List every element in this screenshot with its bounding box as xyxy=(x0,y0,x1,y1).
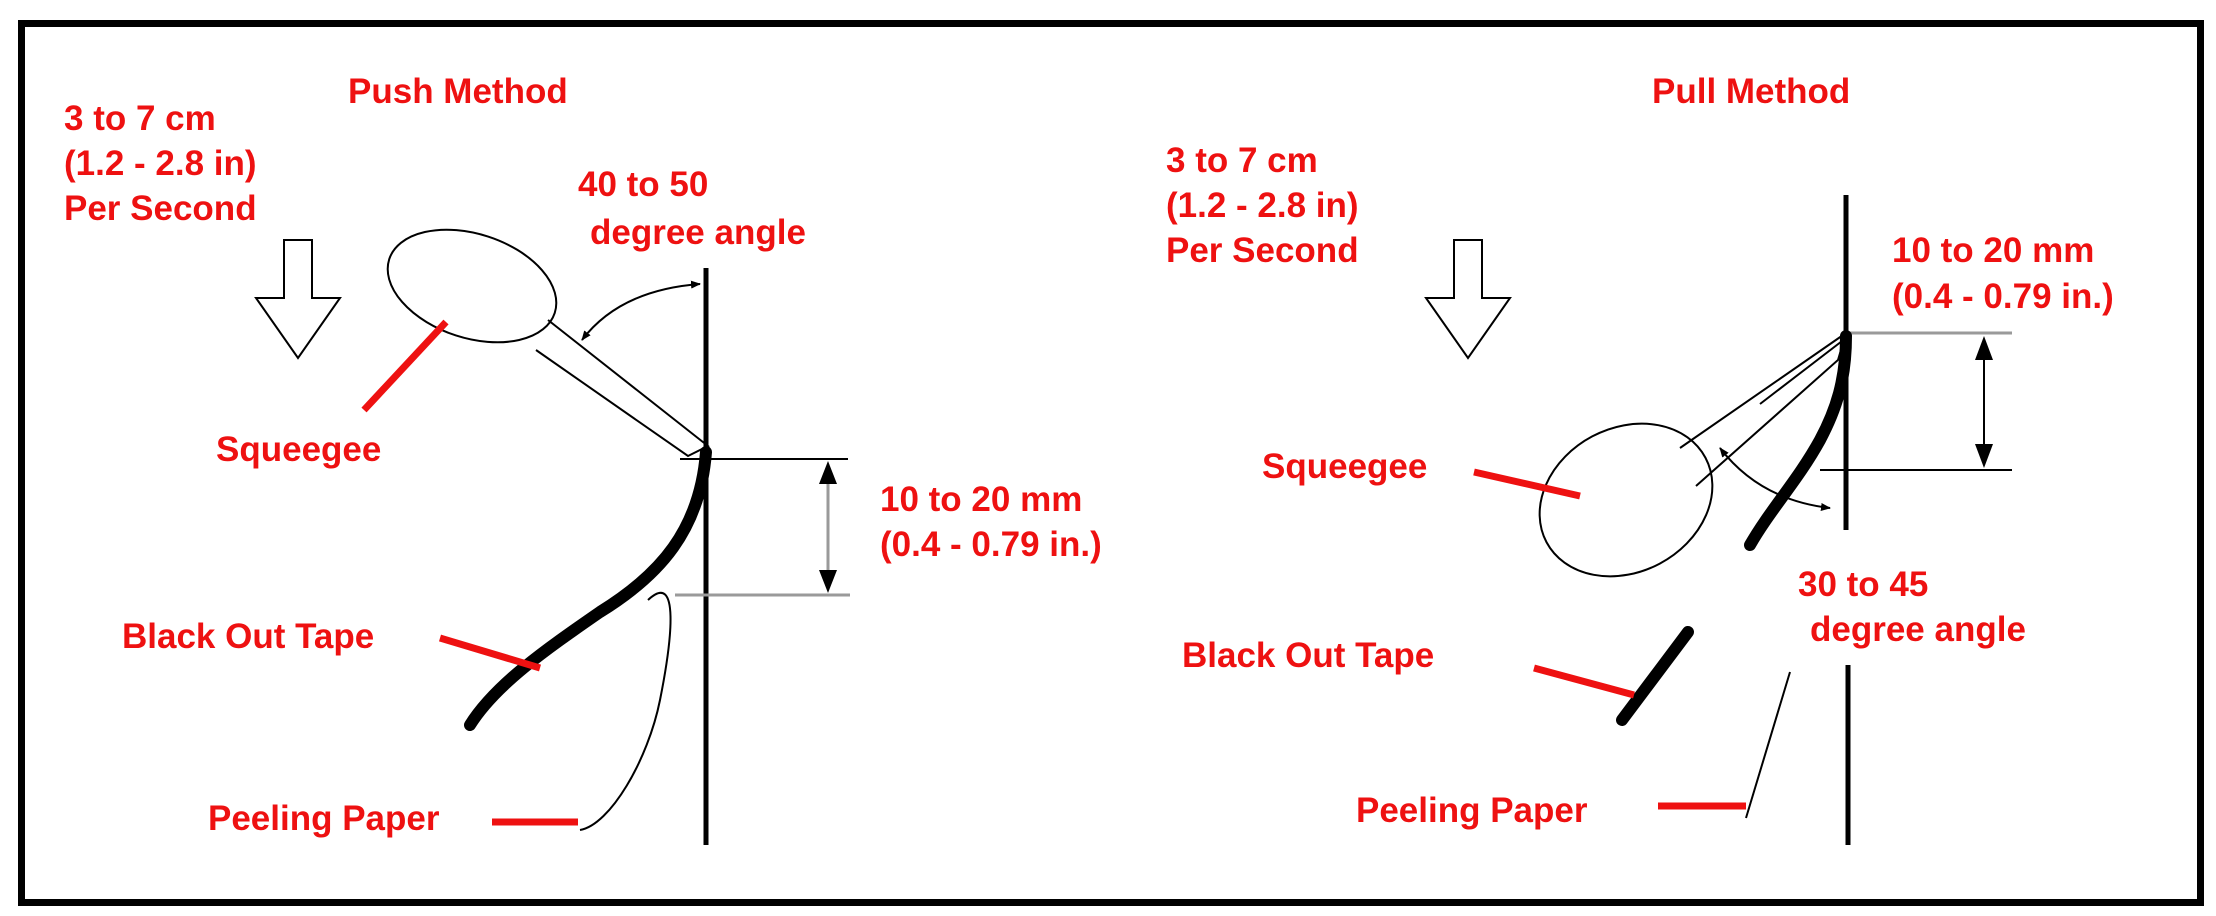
down-arrow-icon xyxy=(254,239,342,360)
push-tape-label: Black Out Tape xyxy=(122,617,374,656)
pull-speed-line-2: (1.2 - 2.8 in) xyxy=(1166,186,1359,225)
pull-black-out-tape-upper xyxy=(1744,330,1852,551)
push-method-panel: Push Method 3 to 7 cm (1.2 - 2.8 in) Per… xyxy=(64,72,1102,845)
push-tape-leader xyxy=(438,634,542,672)
pull-squeegee-leader xyxy=(1473,468,1581,500)
pull-paper-label: Peeling Paper xyxy=(1356,791,1588,830)
pull-distance-line-1: 10 to 20 mm xyxy=(1892,231,2094,270)
pull-angle-arc xyxy=(1719,447,1831,511)
push-speed-line-2: (1.2 - 2.8 in) xyxy=(64,144,257,183)
pull-speed-line-3: Per Second xyxy=(1166,231,1359,270)
pull-speed-line-1: 3 to 7 cm xyxy=(1166,141,1318,180)
push-angle-line-1: 40 to 50 xyxy=(578,165,708,204)
pull-title: Pull Method xyxy=(1652,72,1850,111)
pull-dimension-arrow-top xyxy=(1975,336,1993,360)
push-black-out-tape xyxy=(464,446,712,731)
push-angle-line-2: degree angle xyxy=(590,213,806,252)
pull-squeegee-label: Squeegee xyxy=(1262,447,1427,486)
push-title: Push Method xyxy=(348,72,568,111)
pull-method-panel: Pull Method 3 to 7 cm (1.2 - 2.8 in) Per… xyxy=(1166,72,2114,845)
push-distance-line-1: 10 to 20 mm xyxy=(880,480,1082,519)
push-angle-arc xyxy=(581,280,701,341)
pull-peeling-paper xyxy=(1745,671,1791,819)
push-peeling-paper xyxy=(579,591,672,831)
pull-tape-leader xyxy=(1533,664,1635,699)
pull-black-out-tape-lower xyxy=(1616,626,1694,726)
pull-tape-label: Black Out Tape xyxy=(1182,636,1434,675)
down-arrow-icon xyxy=(1424,239,1512,360)
pull-distance-line-2: (0.4 - 0.79 in.) xyxy=(1892,277,2114,316)
push-speed-line-3: Per Second xyxy=(64,189,257,228)
diagram-frame xyxy=(18,20,2204,906)
squeegee-icon xyxy=(386,228,710,458)
pull-angle-line-1: 30 to 45 xyxy=(1798,565,1928,604)
push-speed-line-1: 3 to 7 cm xyxy=(64,99,216,138)
push-dimension-arrow-top xyxy=(819,461,837,484)
push-squeegee-leader xyxy=(361,319,449,413)
pull-dimension-arrow-bottom xyxy=(1975,444,1993,468)
push-dimension-arrow-bottom xyxy=(819,570,837,593)
push-squeegee-label: Squeegee xyxy=(216,430,381,469)
pull-angle-line-2: degree angle xyxy=(1810,610,2026,649)
push-paper-label: Peeling Paper xyxy=(208,799,440,838)
push-distance-line-2: (0.4 - 0.79 in.) xyxy=(880,525,1102,564)
